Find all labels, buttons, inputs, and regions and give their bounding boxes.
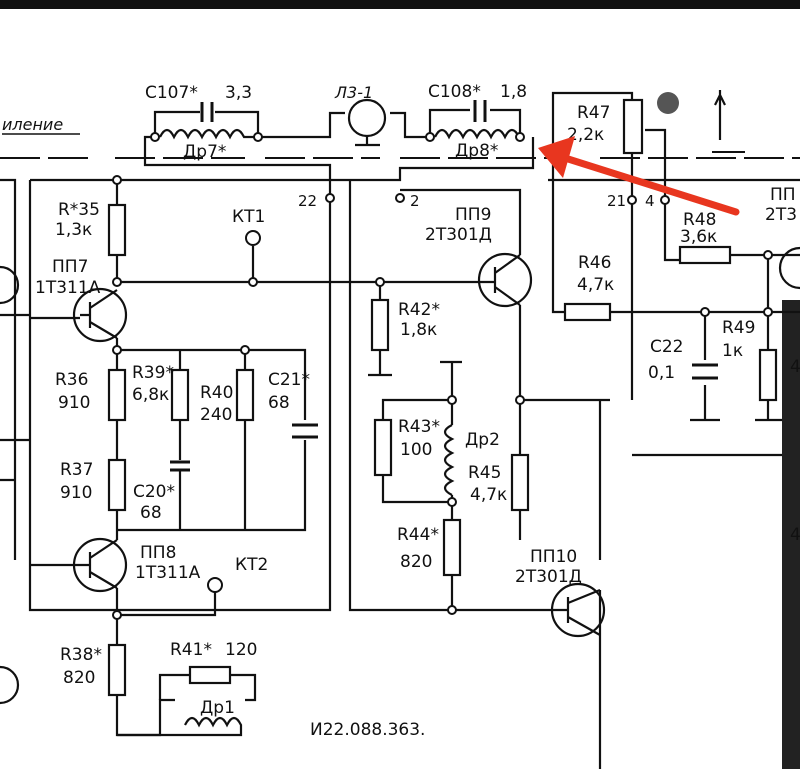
resistor-r43 <box>373 418 393 477</box>
label-r37: R37 <box>60 460 93 480</box>
label-r39: R39* <box>132 363 174 383</box>
resistor-r46 <box>563 302 612 322</box>
label-c108: C108* <box>428 82 481 102</box>
label-r36: R36 <box>55 370 88 390</box>
resistor-r44 <box>442 518 462 577</box>
inductors <box>117 128 520 737</box>
lamp-l3 <box>347 98 387 138</box>
label-l3: Л3-1 <box>334 83 373 102</box>
label-r39-value: 6,8к <box>132 385 169 405</box>
label-r38: R38* <box>60 645 102 665</box>
terminal-22: 22 <box>298 192 317 210</box>
resistor-r45 <box>510 453 530 512</box>
label-pp-right-type: 2Т3 <box>765 205 797 225</box>
label-r41-value: 120 <box>225 640 257 660</box>
label-r44: R44* <box>397 525 439 545</box>
heading-fragment: иление <box>2 115 63 134</box>
label-r47: R47 <box>577 103 610 123</box>
document-number: И22.088.363. <box>310 720 425 740</box>
label-r40: R40 <box>200 383 233 403</box>
resistor-r35 <box>107 203 127 257</box>
label-c107: C107* <box>145 83 198 103</box>
label-r43: R43* <box>398 417 440 437</box>
terminal-4: 4 <box>645 192 655 210</box>
label-r49-value: 1к <box>722 341 743 361</box>
label-r45-value: 4,7к <box>470 485 507 505</box>
label-pp7-type: 1Т311А <box>35 278 101 298</box>
scan-right-border <box>782 300 800 769</box>
test-point-kt1 <box>245 230 261 246</box>
transistor-pp8 <box>72 537 128 593</box>
label-dr1: Др1 <box>200 698 235 718</box>
resistor-r36 <box>107 368 127 422</box>
label-r48-value: 3,6к <box>680 227 717 247</box>
label-r41: R41* <box>170 640 212 660</box>
test-points <box>112 132 773 620</box>
label-r35-value: 1,3к <box>55 220 92 240</box>
label-pp10: ПП10 <box>530 547 577 567</box>
resistor-r38 <box>107 643 127 697</box>
resistor-r48 <box>678 245 732 265</box>
label-r49: R49 <box>722 318 755 338</box>
label-dr2: Др2 <box>465 430 500 450</box>
resistor-r40 <box>235 368 255 422</box>
label-r47-value: 2,2к <box>567 125 604 145</box>
transistor-pp7 <box>72 287 128 343</box>
label-pp10-type: 2Т301Д <box>515 567 582 587</box>
component-labels: C107* 3,3 Л3-1 C108* 1,8 Др7* Др8* R47 2… <box>35 82 800 740</box>
transistors <box>0 90 800 705</box>
annotation-arrow <box>538 136 740 216</box>
label-r46-value: 4,7к <box>577 275 614 295</box>
label-dr7: Др7* <box>183 142 226 162</box>
label-edge-1: 4 <box>790 357 800 377</box>
label-c21-value: 68 <box>268 393 290 413</box>
label-pp-right: ПП <box>770 185 796 205</box>
label-pp7: ПП7 <box>52 257 88 277</box>
wires <box>0 91 800 769</box>
label-c22-value: 0,1 <box>648 363 675 383</box>
label-r35: R*35 <box>58 200 100 220</box>
scan-top-border <box>0 0 800 9</box>
label-r45: R45 <box>468 463 501 483</box>
terminal-21: 21 <box>607 192 626 210</box>
label-r46: R46 <box>578 253 611 273</box>
label-c108-value: 1,8 <box>500 82 527 102</box>
resistor-r49 <box>758 348 778 402</box>
label-pp8: ПП8 <box>140 543 176 563</box>
label-r44-value: 820 <box>400 552 432 572</box>
label-c20-value: 68 <box>140 503 162 523</box>
label-pp9: ПП9 <box>455 205 491 225</box>
transistor-pp10 <box>550 582 606 638</box>
label-edge-2: 4 <box>790 525 800 545</box>
resistor-r41 <box>188 665 232 685</box>
label-r36-value: 910 <box>58 393 90 413</box>
label-kt1: КТ1 <box>232 207 265 227</box>
terminal-2: 2 <box>410 192 420 210</box>
label-kt2: КТ2 <box>235 555 268 575</box>
label-r38-value: 820 <box>63 668 95 688</box>
resistor-r42 <box>370 298 390 352</box>
label-r37-value: 910 <box>60 483 92 503</box>
label-r43-value: 100 <box>400 440 432 460</box>
label-c22: C22 <box>650 337 684 357</box>
indicator-icon <box>657 92 679 114</box>
label-r42-value: 1,8к <box>400 320 437 340</box>
label-c107-value: 3,3 <box>225 83 252 103</box>
resistor-r39 <box>170 368 190 422</box>
test-point-kt2 <box>207 577 223 593</box>
capacitors <box>170 100 718 472</box>
label-pp9-type: 2Т301Д <box>425 225 492 245</box>
label-dr8: Др8* <box>455 141 498 161</box>
resistor-r37 <box>107 458 127 512</box>
label-pp8-type: 1Т311А <box>135 563 201 583</box>
transistor-pp9 <box>477 252 533 308</box>
transistor-right-partial <box>778 246 800 290</box>
label-c20: C20* <box>133 482 175 502</box>
label-r42: R42* <box>398 300 440 320</box>
label-r48: R48 <box>683 210 716 230</box>
resistors <box>107 98 778 697</box>
label-c21: C21* <box>268 370 310 390</box>
label-r40-value: 240 <box>200 405 232 425</box>
resistor-r47 <box>622 98 644 155</box>
